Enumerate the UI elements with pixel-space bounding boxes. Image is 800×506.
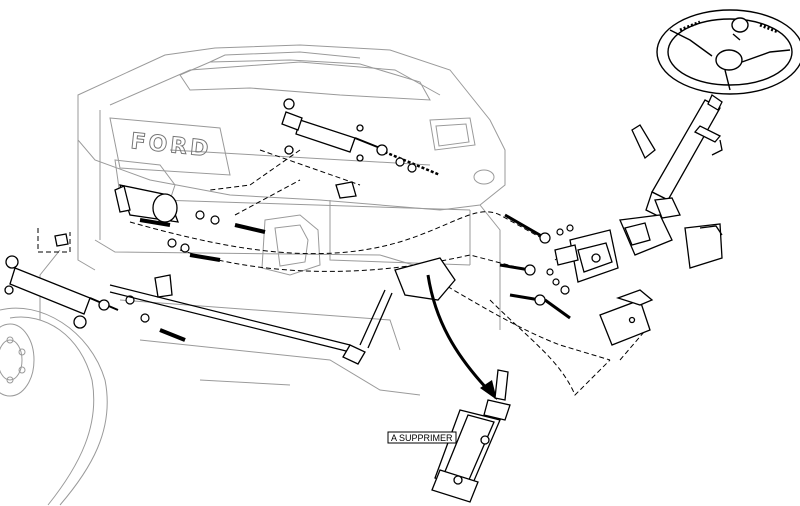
steering-valve — [554, 197, 681, 283]
callout-label: A SUPPRIMER — [391, 433, 453, 443]
removal-callout: A SUPPRIMER — [387, 431, 457, 444]
upper-steering-cylinder — [281, 98, 388, 199]
pump-assembly — [114, 184, 179, 223]
steering-column — [631, 94, 723, 219]
removal-arrow — [426, 274, 497, 400]
removed-steering-cylinder — [431, 369, 511, 503]
mounting-brackets — [599, 223, 723, 346]
tractor-outline — [0, 44, 506, 506]
hydraulic-hoses — [139, 148, 571, 342]
tie-rod — [109, 257, 456, 365]
steering-wheel — [656, 9, 800, 95]
front-steering-cylinder — [4, 233, 173, 329]
brand-label: FORD — [129, 129, 212, 162]
